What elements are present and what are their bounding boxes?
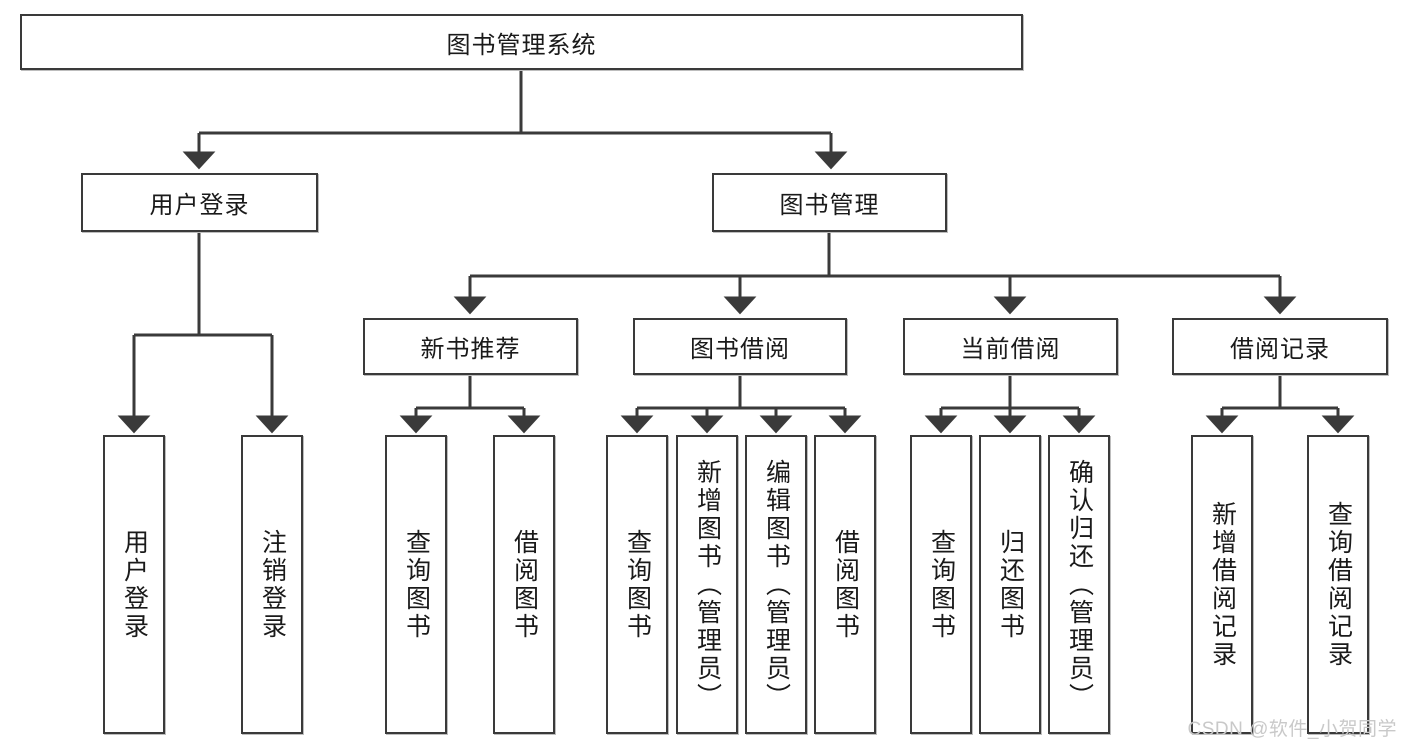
node-label: 查询图书 (927, 528, 956, 641)
node-leaf-query-book-1[interactable]: 查询图书 (385, 435, 447, 734)
node-leaf-borrow-book-2[interactable]: 借阅图书 (814, 435, 876, 734)
node-borrow-record[interactable]: 借阅记录 (1172, 318, 1388, 375)
node-label: 查询借阅记录 (1324, 500, 1353, 669)
node-leaf-borrow-book-1[interactable]: 借阅图书 (493, 435, 555, 734)
node-leaf-query-borrow-record[interactable]: 查询借阅记录 (1307, 435, 1369, 734)
node-book-management-system[interactable]: 图书管理系统 (20, 14, 1023, 70)
node-label: 图书管理 (779, 192, 880, 219)
node-leaf-add-book-admin[interactable]: 新增图书（管理员） (676, 435, 738, 734)
node-leaf-add-borrow-record[interactable]: 新增借阅记录 (1191, 435, 1253, 734)
node-label: 查询图书 (402, 528, 431, 641)
node-label: 新增借阅记录 (1208, 500, 1237, 669)
node-label: 借阅图书 (510, 528, 539, 641)
node-label: 图书管理系统 (446, 31, 597, 59)
node-leaf-edit-book-admin[interactable]: 编辑图书（管理员） (745, 435, 807, 734)
node-label: 借阅图书 (831, 528, 860, 641)
node-label: 用户登录 (120, 528, 149, 641)
node-label: 图书借阅 (690, 336, 790, 363)
node-leaf-logout-login[interactable]: 注销登录 (241, 435, 303, 734)
node-label: 归还图书 (996, 528, 1025, 641)
node-label: 编辑图书（管理员） (762, 458, 791, 711)
node-label: 新书推荐 (420, 336, 521, 363)
node-new-book-recommend[interactable]: 新书推荐 (363, 318, 578, 375)
watermark: CSDN @软件_小贺同学 (1187, 719, 1397, 740)
node-label: 用户登录 (149, 192, 250, 219)
node-leaf-confirm-return-admin[interactable]: 确认归还（管理员） (1048, 435, 1110, 734)
node-book-borrow[interactable]: 图书借阅 (633, 318, 847, 375)
node-current-borrow[interactable]: 当前借阅 (903, 318, 1118, 375)
node-leaf-return-book[interactable]: 归还图书 (979, 435, 1041, 734)
node-user-login[interactable]: 用户登录 (81, 173, 318, 232)
node-leaf-query-book-3[interactable]: 查询图书 (910, 435, 972, 734)
node-label: 确认归还（管理员） (1065, 458, 1094, 711)
node-label: 借阅记录 (1230, 336, 1330, 363)
node-book-management[interactable]: 图书管理 (712, 173, 947, 232)
node-label: 当前借阅 (960, 336, 1061, 363)
node-label: 查询图书 (623, 528, 652, 641)
node-leaf-query-book-2[interactable]: 查询图书 (606, 435, 668, 734)
node-label: 新增图书（管理员） (693, 458, 722, 711)
node-leaf-user-login[interactable]: 用户登录 (103, 435, 165, 734)
node-label: 注销登录 (258, 528, 287, 641)
